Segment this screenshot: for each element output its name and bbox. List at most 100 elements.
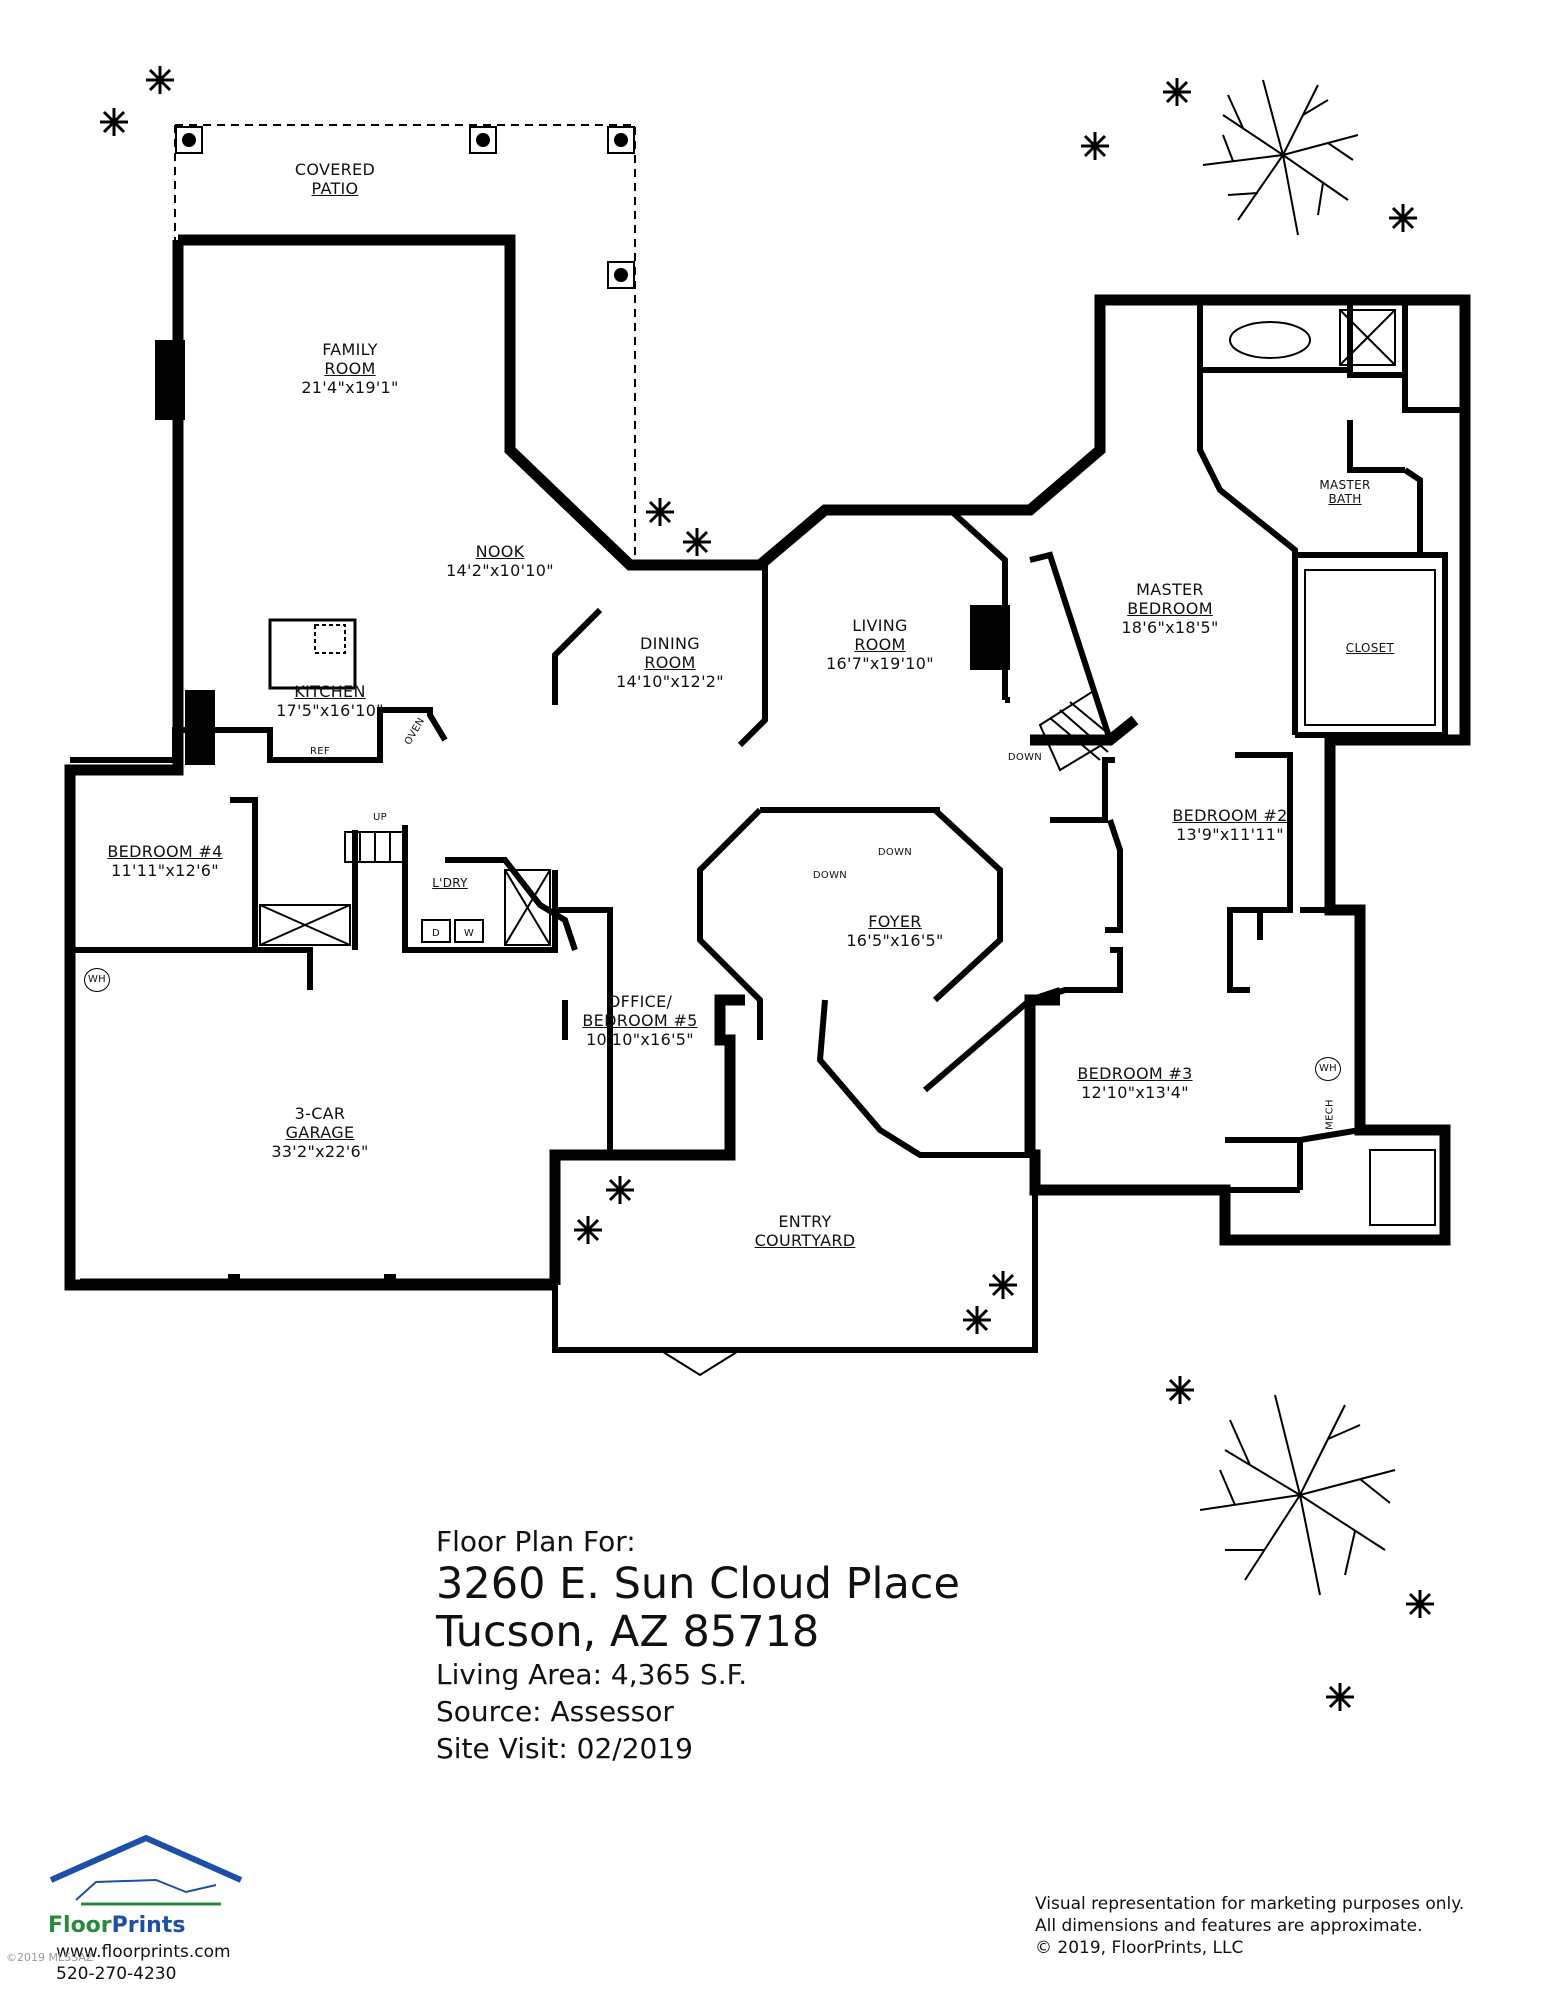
garage-door-posts bbox=[228, 1274, 396, 1288]
disclaimer-line-1: Visual representation for marketing purp… bbox=[1035, 1894, 1465, 1914]
family-room-dims: 21'4"x19'1" bbox=[301, 378, 399, 397]
stairs-up-label: UP bbox=[365, 808, 395, 827]
water-heater-label-garage: WH bbox=[84, 968, 110, 992]
master-bedroom-name-1: MASTER bbox=[1136, 580, 1204, 599]
bedroom-3-label: BEDROOM #3 12'10"x13'4" bbox=[1065, 1064, 1205, 1102]
office-label: OFFICE/ BEDROOM #5 10'10"x16'5" bbox=[575, 992, 705, 1049]
foyer-name: FOYER bbox=[868, 912, 922, 931]
disclaimer-line-3: © 2019, FloorPrints, LLC bbox=[1035, 1938, 1244, 1958]
source: Source: Assessor bbox=[436, 1695, 674, 1728]
family-room-name-1: FAMILY bbox=[322, 340, 378, 359]
garage-name-1: 3-CAR bbox=[294, 1104, 346, 1123]
website-link[interactable]: www.floorprints.com bbox=[56, 1942, 231, 1962]
water-heater-text-garage: WH bbox=[87, 974, 106, 985]
garage-name-2: GARAGE bbox=[285, 1123, 355, 1142]
showers bbox=[259, 309, 1436, 1226]
master-bedroom-label: MASTER BEDROOM 18'6"x18'5" bbox=[1105, 580, 1235, 637]
floor-plan-heading: Floor Plan For: bbox=[436, 1525, 636, 1558]
kitchen-name: KITCHEN bbox=[294, 682, 366, 701]
stairs-up-text: UP bbox=[373, 812, 387, 823]
stairs-down-text: DOWN bbox=[1007, 752, 1043, 763]
mech-label: MECH bbox=[1321, 1095, 1340, 1135]
foyer-dims: 16'5"x16'5" bbox=[846, 931, 944, 950]
laundry-label: L'DRY bbox=[420, 876, 480, 890]
ref-text: REF bbox=[310, 746, 330, 757]
foyer-label: FOYER 16'5"x16'5" bbox=[835, 912, 955, 950]
logo-floor: Floor bbox=[48, 1913, 112, 1938]
laundry-appliances bbox=[421, 919, 484, 943]
landscape-shrubs bbox=[100, 66, 1434, 1711]
nook-dims: 14'2"x10'10" bbox=[446, 561, 554, 580]
nook-name: NOOK bbox=[475, 542, 525, 561]
closet-name: CLOSET bbox=[1345, 641, 1395, 655]
family-room-name-2: ROOM bbox=[324, 359, 376, 378]
closet-label: CLOSET bbox=[1330, 641, 1410, 655]
logo-prints: Prints bbox=[111, 1913, 186, 1938]
ref-label: REF bbox=[300, 742, 340, 761]
dining-room-label: DINING ROOM 14'10"x12'2" bbox=[610, 634, 730, 691]
master-closet bbox=[1304, 569, 1436, 726]
bedroom-4-label: BEDROOM #4 11'11"x12'6" bbox=[95, 842, 235, 880]
bedroom-4-dims: 11'11"x12'6" bbox=[111, 861, 219, 880]
bedroom-3-dims: 12'10"x13'4" bbox=[1081, 1083, 1189, 1102]
kitchen-label: KITCHEN 17'5"x16'10" bbox=[270, 682, 390, 720]
covered-patio-label: COVERED PATIO bbox=[280, 160, 390, 198]
nook-label: NOOK 14'2"x10'10" bbox=[440, 542, 560, 580]
bedroom-3-name: BEDROOM #3 bbox=[1077, 1064, 1193, 1083]
foyer-step-down-2-text: DOWN bbox=[812, 870, 848, 881]
dining-room-name-1: DINING bbox=[640, 634, 700, 653]
master-bath-name-1: MASTER bbox=[1319, 478, 1371, 492]
washer-text: W bbox=[463, 928, 475, 939]
phone-number: 520-270-4230 bbox=[56, 1964, 177, 1984]
mls-watermark: ©2019 MLSSAZ bbox=[6, 1951, 94, 1964]
washer-label: W bbox=[459, 924, 479, 943]
disclaimer-line-2: All dimensions and features are approxim… bbox=[1035, 1916, 1423, 1936]
foyer-step-down-1-text: DOWN bbox=[877, 847, 913, 858]
courtyard-gate bbox=[659, 1349, 741, 1377]
address-line-1: 3260 E. Sun Cloud Place bbox=[436, 1559, 960, 1609]
laundry-name: L'DRY bbox=[432, 876, 468, 890]
bedroom-2-dims: 13'9"x11'11" bbox=[1176, 825, 1284, 844]
stairs-down-label: DOWN bbox=[1005, 748, 1045, 767]
contact-info: www.floorprints.com 520-270-4230 bbox=[56, 1941, 231, 1985]
master-bath-name-2: BATH bbox=[1328, 492, 1362, 506]
living-room-dims: 16'7"x19'10" bbox=[826, 654, 934, 673]
entry-courtyard-label: ENTRY COURTYARD bbox=[735, 1212, 875, 1250]
logo-wordmark: FloorPrints bbox=[48, 1913, 185, 1938]
dining-room-dims: 14'10"x12'2" bbox=[616, 672, 724, 691]
cooktop bbox=[314, 624, 346, 654]
mech-text: MECH bbox=[1324, 1099, 1336, 1130]
dryer-text: D bbox=[431, 928, 440, 939]
foyer-step-down-1: DOWN bbox=[875, 843, 915, 862]
living-area: Living Area: 4,365 S.F. bbox=[436, 1658, 748, 1691]
kitchen-dims: 17'5"x16'10" bbox=[276, 701, 384, 720]
bedroom-2-name: BEDROOM #2 bbox=[1172, 806, 1288, 825]
patio-posts bbox=[175, 126, 635, 289]
family-room-label: FAMILY ROOM 21'4"x19'1" bbox=[290, 340, 410, 397]
office-dims: 10'10"x16'5" bbox=[586, 1030, 694, 1049]
living-room-name-1: LIVING bbox=[852, 616, 908, 635]
living-room-name-2: ROOM bbox=[854, 635, 906, 654]
floorprints-logo-icon bbox=[49, 1834, 243, 1906]
water-heater-text-bath: WH bbox=[1318, 1063, 1337, 1074]
site-visit: Site Visit: 02/2019 bbox=[436, 1732, 693, 1765]
bedroom-2-label: BEDROOM #2 13'9"x11'11" bbox=[1160, 806, 1300, 844]
bedroom-4-name: BEDROOM #4 bbox=[107, 842, 223, 861]
garage-label: 3-CAR GARAGE 33'2"x22'6" bbox=[250, 1104, 390, 1161]
living-room-label: LIVING ROOM 16'7"x19'10" bbox=[820, 616, 940, 673]
courtyard-wall bbox=[554, 1290, 1036, 1351]
water-heater-label-bath: WH bbox=[1315, 1057, 1341, 1081]
office-name-2: BEDROOM #5 bbox=[582, 1011, 698, 1030]
master-tub bbox=[1229, 321, 1311, 359]
master-bedroom-dims: 18'6"x18'5" bbox=[1121, 618, 1219, 637]
foyer-step-down-2: DOWN bbox=[810, 866, 850, 885]
dryer-label: D bbox=[426, 924, 446, 943]
master-bath-label: MASTER BATH bbox=[1305, 478, 1385, 506]
entry-courtyard-name-2: COURTYARD bbox=[754, 1231, 856, 1250]
office-name-1: OFFICE/ bbox=[607, 992, 673, 1011]
fireplaces bbox=[155, 340, 1010, 765]
garage-dims: 33'2"x22'6" bbox=[271, 1142, 369, 1161]
master-bedroom-name-2: BEDROOM bbox=[1127, 599, 1213, 618]
covered-patio-name-2: PATIO bbox=[311, 179, 359, 198]
